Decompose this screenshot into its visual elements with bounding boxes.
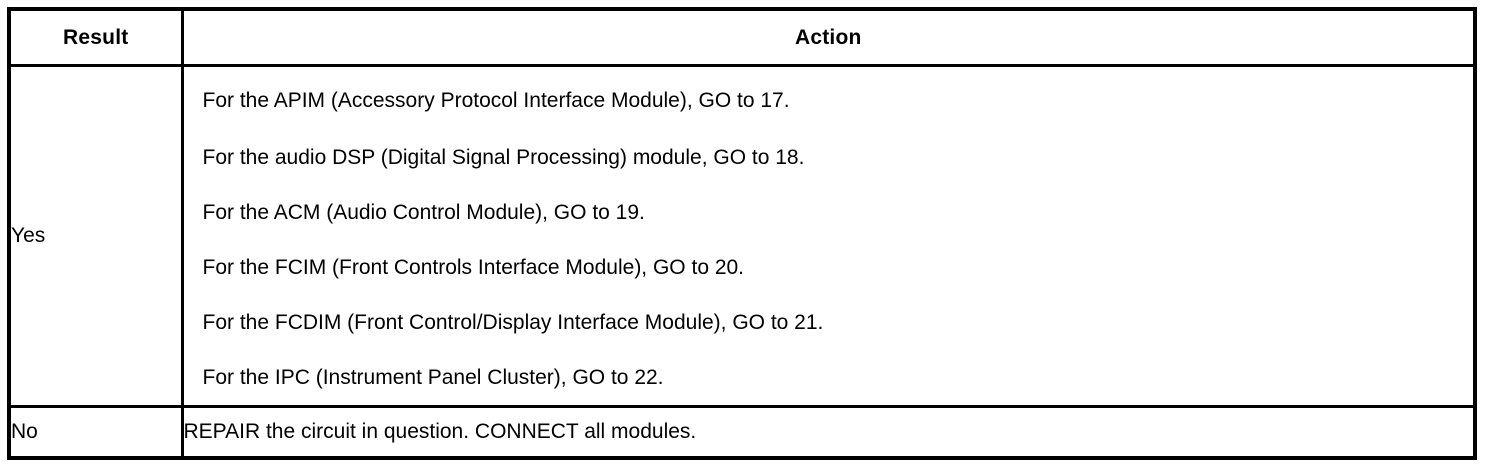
table-body: Yes For the APIM (Accessory Protocol Int… xyxy=(9,65,1475,458)
result-cell-yes: Yes xyxy=(9,65,184,408)
result-action-table: Result Action Yes For the APIM (Accessor… xyxy=(7,7,1477,460)
list-item: For the ACM (Audio Control Module), GO t… xyxy=(202,200,645,224)
column-header-result: Result xyxy=(9,9,184,67)
result-cell-no: No xyxy=(9,406,184,458)
list-item: For the FCDIM (Front Control/Display Int… xyxy=(202,310,824,334)
action-step-list: For the APIM (Accessory Protocol Interfa… xyxy=(184,67,1474,405)
table-header: Result Action xyxy=(9,9,1475,67)
table-row: Yes For the APIM (Accessory Protocol Int… xyxy=(9,65,1475,408)
table-header-row: Result Action xyxy=(9,9,1475,67)
list-item: For the IPC (Instrument Panel Cluster), … xyxy=(202,365,664,389)
list-item: For the FCIM (Front Controls Interface M… xyxy=(202,255,745,279)
action-cell-no: REPAIR the circuit in question. CONNECT … xyxy=(182,406,1475,458)
action-cell-yes: For the APIM (Accessory Protocol Interfa… xyxy=(182,65,1475,408)
list-item: For the audio DSP (Digital Signal Proces… xyxy=(202,145,805,169)
column-header-action: Action xyxy=(182,9,1475,67)
list-item: For the APIM (Accessory Protocol Interfa… xyxy=(202,88,790,112)
table-row: No REPAIR the circuit in question. CONNE… xyxy=(9,406,1475,458)
